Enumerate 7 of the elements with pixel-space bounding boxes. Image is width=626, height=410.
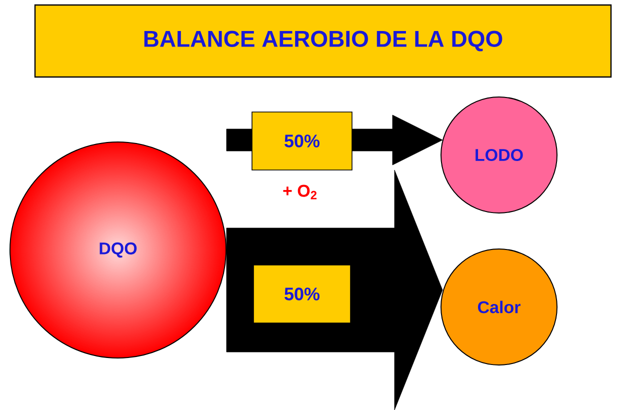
edge-label: 50% <box>253 264 351 324</box>
title-box: BALANCE AEROBIO DE LA DQO <box>34 4 612 78</box>
edge-label: 50% <box>252 112 352 170</box>
circle-node: LODO <box>440 96 558 214</box>
circle-node: DQO <box>10 142 226 358</box>
formula-label: + O$_{2}$ <box>283 184 317 200</box>
circle-node: Calor <box>440 248 558 366</box>
